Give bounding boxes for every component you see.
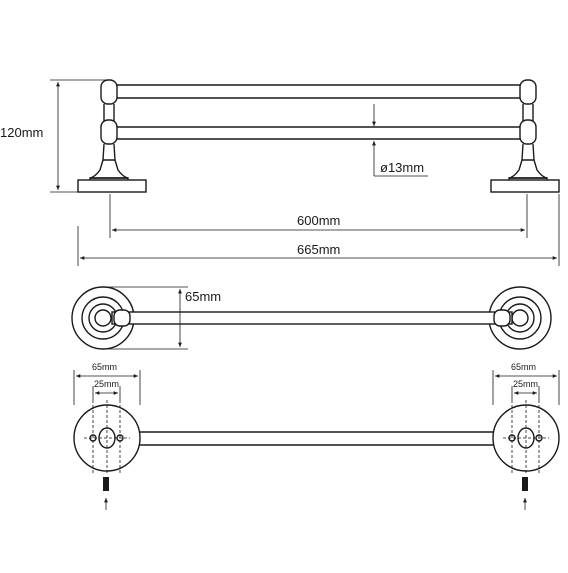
left-plate-width-dimension: 65mm <box>73 362 141 405</box>
inner-length-dimension: 600mm <box>109 194 528 238</box>
right-screw-icon <box>522 477 528 510</box>
depth-dimension: 65mm <box>103 286 221 350</box>
rod-diameter-label: ø13mm <box>380 160 424 175</box>
total-length-label: 665mm <box>297 242 340 257</box>
right-plate-width-label: 65mm <box>511 362 536 372</box>
right-post <box>490 79 560 193</box>
height-label: 120mm <box>0 125 43 140</box>
right-hole-spacing-label: 25mm <box>513 379 538 389</box>
left-plate-width-label: 65mm <box>92 362 117 372</box>
bottom-rod <box>138 431 496 446</box>
left-screw-icon <box>103 477 109 510</box>
right-plate-width-dimension: 65mm <box>492 362 560 405</box>
left-post <box>77 79 147 193</box>
rod-diameter-dimension: ø13mm <box>372 104 428 177</box>
front-view: 120mm ø13mm 600mm 665mm <box>0 79 560 266</box>
left-hole-spacing-label: 25mm <box>94 379 119 389</box>
lower-rod <box>116 126 522 140</box>
total-length-dimension: 665mm <box>77 194 560 266</box>
left-wall-plate <box>73 400 141 475</box>
right-hole-spacing-dimension: 25mm <box>511 379 540 400</box>
inner-length-label: 600mm <box>297 213 340 228</box>
right-wall-plate <box>492 400 560 475</box>
height-dimension: 120mm <box>0 79 108 193</box>
depth-label: 65mm <box>185 289 221 304</box>
left-hole-spacing-dimension: 25mm <box>92 379 121 400</box>
wall-plate-view: 65mm 25mm 65mm <box>73 362 560 510</box>
top-rod <box>111 309 513 327</box>
top-view: 65mm <box>71 286 552 350</box>
upper-rod <box>116 84 522 99</box>
